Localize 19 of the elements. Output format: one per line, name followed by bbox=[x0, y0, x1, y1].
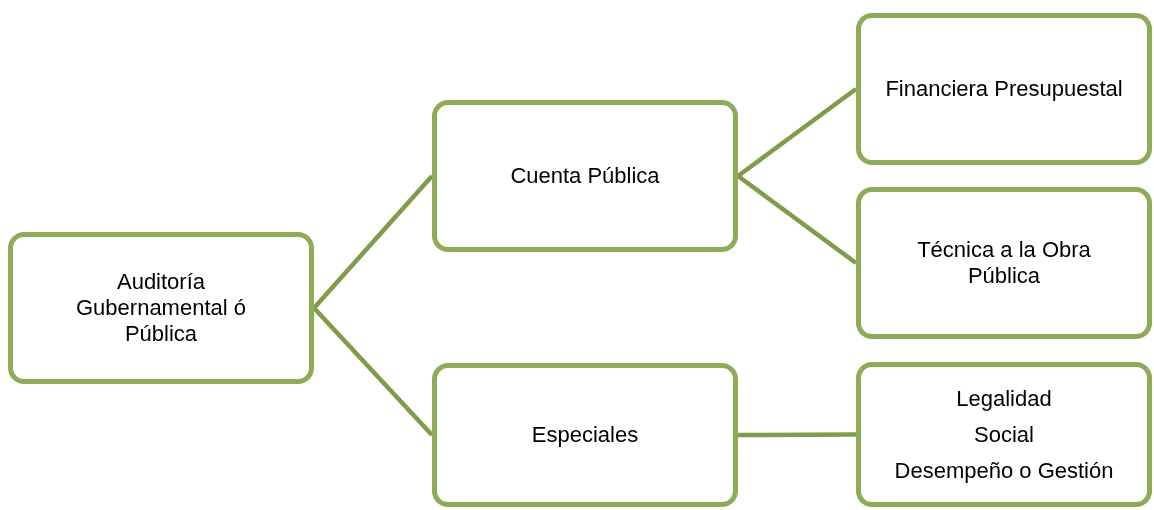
connector-line bbox=[312, 174, 434, 310]
box-text: Social bbox=[974, 421, 1034, 448]
connector-line bbox=[738, 432, 856, 438]
box-text: Cuenta Pública bbox=[510, 163, 660, 189]
connector-line bbox=[736, 174, 858, 265]
box-text: Auditoría Gubernamental ó Pública bbox=[75, 269, 247, 347]
box-text: Financiera Presupuestal bbox=[885, 76, 1123, 102]
connector-line bbox=[312, 306, 434, 437]
rounded-box bbox=[856, 187, 1152, 339]
connector-line bbox=[736, 87, 858, 178]
box-text: Legalidad bbox=[956, 385, 1052, 412]
box-text: Desempeño o Gestión bbox=[894, 457, 1114, 484]
rounded-box bbox=[432, 363, 738, 507]
rounded-box bbox=[856, 13, 1152, 165]
rounded-box bbox=[8, 232, 314, 384]
box-text: Técnica a la Obra Pública bbox=[916, 237, 1092, 289]
box-text: Especiales bbox=[531, 422, 639, 448]
rounded-box bbox=[856, 362, 1152, 507]
rounded-box bbox=[432, 100, 738, 252]
